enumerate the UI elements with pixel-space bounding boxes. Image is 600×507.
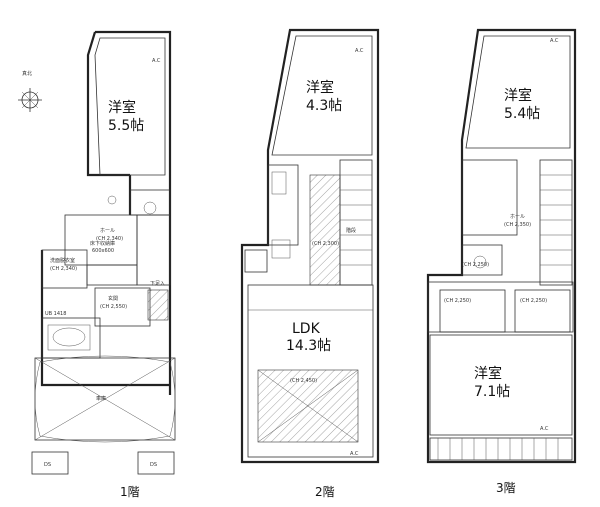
hall-height: (CH 2,300) (312, 241, 339, 247)
entrance-height: (CH 2,550) (100, 304, 127, 310)
room-7-1 (429, 334, 573, 436)
parking-label: 車庫 (96, 395, 106, 402)
ds-box-1 (31, 451, 69, 475)
toilet-height: (CH 2,250) (462, 262, 489, 268)
ds-label-2: DS (150, 462, 157, 468)
bath-area (41, 317, 101, 359)
washroom-label: 洗面脱衣室 (50, 257, 75, 264)
ch-label-2: (CH 2,250) (520, 298, 547, 304)
floor-1: 真北 DS DS 洋室 5.5帖 A.C ホール (CH 2,340) 洗面脱衣 (18, 30, 176, 499)
floor-1-label: 1階 (120, 484, 140, 499)
stair-treads (340, 174, 372, 266)
ds-box-2 (137, 451, 175, 475)
room-name-1: 洋室 (504, 87, 532, 104)
room-size-1: 5.4帖 (504, 106, 540, 122)
compass-icon: 真北 (18, 70, 42, 112)
room-size: 4.3帖 (306, 98, 342, 114)
ac-label-1: A.C (355, 48, 364, 54)
toilet-area (461, 244, 503, 276)
balcony (429, 437, 573, 461)
entrance-label: 玄関 (108, 295, 118, 302)
ldk-height: (CH 2,450) (290, 378, 317, 384)
stairs (339, 159, 373, 286)
room-name: 洋室 (108, 99, 136, 116)
ch-label-1: (CH 2,250) (444, 298, 471, 304)
shoe-label: 下足入 (150, 281, 165, 287)
room-name: 洋室 (306, 79, 334, 96)
ldk-name: LDK (292, 321, 321, 337)
kitchen-area (267, 164, 299, 246)
storage-size: 600x600 (92, 248, 114, 254)
washroom-height: (CH 2,340) (50, 266, 77, 272)
hall-area (461, 159, 518, 236)
room-size-2: 7.1帖 (474, 384, 510, 400)
floor-2-label: 2階 (315, 484, 335, 499)
storage-label: 床下収納庫 (90, 240, 115, 247)
ldk-size: 14.3帖 (286, 338, 331, 354)
stairs-label: 階段 (346, 227, 356, 234)
room-size: 5.5帖 (108, 118, 144, 134)
ac-label-1: A.C (550, 38, 559, 44)
room-name-2: 洋室 (474, 365, 502, 382)
floor-3: 洋室 5.4帖 洋室 7.1帖 A.C A.C ホール (CH 2,350) (… (426, 28, 577, 495)
compass-label: 真北 (22, 70, 32, 77)
ds-label-1: DS (44, 462, 51, 468)
stair-treads (540, 174, 572, 266)
ac-label: A.C (152, 58, 161, 64)
unit-bath-label: UB 1418 (45, 311, 66, 317)
hall-height: (CH 2,350) (504, 222, 531, 228)
hall-height: (CH 2,340) (96, 236, 123, 242)
outer-wall (40, 30, 172, 395)
hall-label: ホール (100, 228, 115, 234)
stair-hatch (309, 174, 341, 286)
stairs (539, 159, 573, 286)
ac-label-2: A.C (540, 426, 549, 432)
floor-3-label: 3階 (496, 480, 516, 495)
floor-2: 洋室 4.3帖 LDK 14.3帖 A.C A.C (CH 2,450) (CH… (240, 28, 380, 499)
hall-label: ホール (510, 214, 525, 220)
ac-label-2: A.C (350, 451, 359, 457)
ldk-area (247, 284, 374, 458)
